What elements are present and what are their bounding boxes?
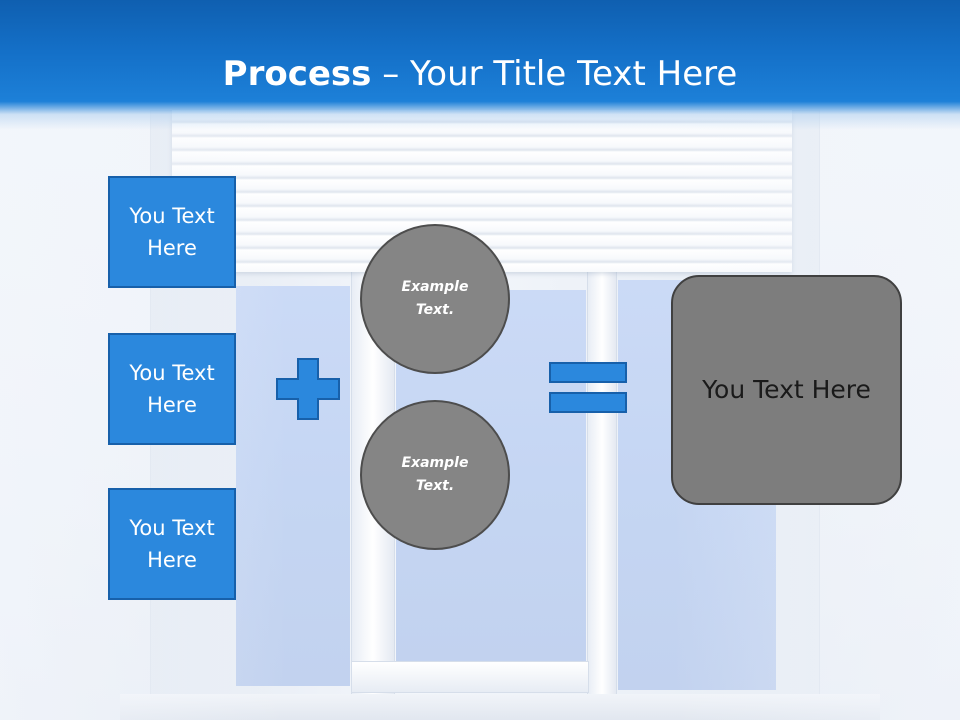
title-separator: – [371, 54, 411, 94]
input-box-label: You Text Here [129, 361, 215, 417]
circle-label: Example Text. [401, 455, 469, 494]
title-rest: Your Title Text Here [410, 54, 738, 94]
input-box-2[interactable]: You Text Here [108, 333, 236, 445]
equals-bar-bottom [549, 392, 627, 413]
circle-label: Example Text. [401, 279, 469, 318]
input-box-label: You Text Here [129, 204, 215, 260]
result-label: You Text Here [702, 375, 871, 404]
input-box-label: You Text Here [129, 516, 215, 572]
title-bold: Process [222, 54, 372, 94]
example-circle-1[interactable]: Example Text. [360, 224, 510, 374]
result-box[interactable]: You Text Here [671, 275, 902, 505]
input-box-1[interactable]: You Text Here [108, 176, 236, 288]
example-circle-2[interactable]: Example Text. [360, 400, 510, 550]
input-box-3[interactable]: You Text Here [108, 488, 236, 600]
title-bar: Process – Your Title Text Here [0, 0, 960, 130]
slide-title: Process – Your Title Text Here [0, 52, 960, 96]
plus-icon [276, 358, 340, 420]
equals-bar-top [549, 362, 627, 383]
